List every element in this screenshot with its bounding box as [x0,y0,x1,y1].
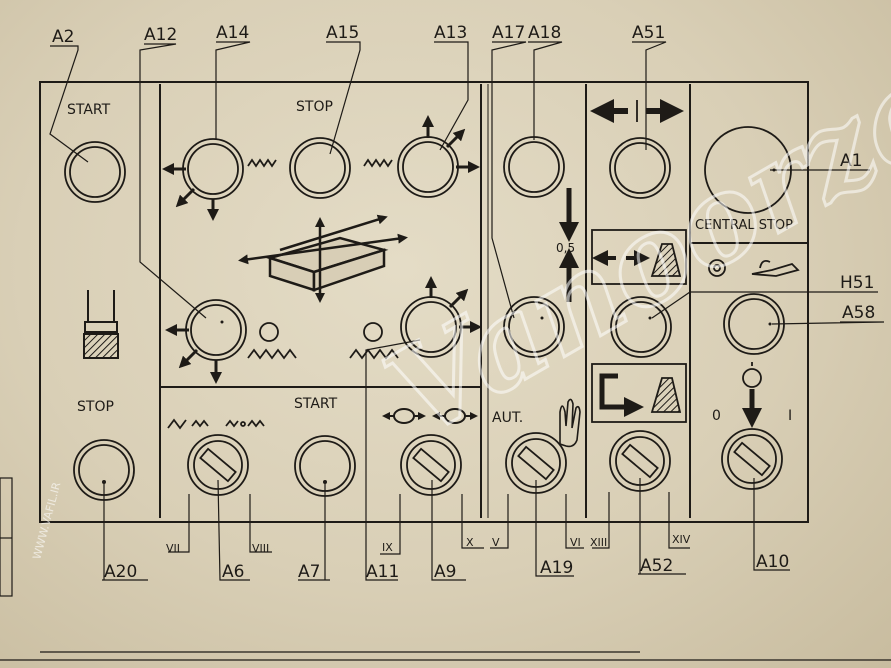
callout-a1: A1 [840,151,862,171]
button-a18[interactable] [503,136,565,198]
selector-switch-a9[interactable] [400,434,462,496]
callout-a7: A7 [298,562,320,582]
off-label: 0 [712,408,721,424]
handwheel-icon [363,322,383,342]
handwheel-icon [259,322,279,342]
leader-lines [49,41,885,581]
indicator-lamp-h51 [610,296,672,358]
roman-ix: IX [382,541,393,554]
callout-a15: A15 [326,23,359,43]
callout-a13: A13 [434,23,467,43]
stop-label: STOP [296,99,333,115]
roman-xiii: XIII [590,536,607,549]
tool-clamp-icon [650,243,682,413]
stop-label-left: STOP [77,399,114,415]
coupling-icon [382,408,478,424]
button-a51[interactable] [609,137,671,199]
half-feed-label: 0,5 [556,241,575,255]
callout-a58: A58 [842,303,875,323]
roman-xiv: XIV [672,533,691,546]
pump-icon [742,368,762,388]
roman-vii: VII [166,542,180,555]
callout-a11: A11 [366,562,399,582]
spindle-icon [708,259,726,277]
callout-a14: A14 [216,23,249,43]
panel-outline [39,81,809,523]
callout-a20: A20 [104,562,137,582]
button-a17[interactable] [503,296,565,358]
table-axes-icon [238,214,408,303]
on-label: I [788,408,792,424]
roman-viii: VIII [252,542,269,555]
callout-a19: A19 [540,558,573,578]
callout-a17: A17 [492,23,525,43]
tool-holder-icon [83,290,119,359]
selector-switch-a10[interactable] [721,428,783,490]
callout-h51: H51 [840,273,874,293]
callout-a12: A12 [144,25,177,45]
callout-a10: A10 [756,552,789,572]
callout-a9: A9 [434,562,456,582]
callout-a51: A51 [632,23,665,43]
hand-manual-icon [559,398,581,448]
callout-a6: A6 [222,562,244,582]
roman-vi: VI [570,536,581,549]
start-label-mid: START [294,396,338,412]
return-arrow-icon [599,373,644,417]
coolant-icon [751,259,800,277]
start-button-a2[interactable] [64,141,126,203]
svg-text:WWW.VAFIL.IR: WWW.VAFIL.IR [30,480,63,560]
callout-a2: A2 [52,27,74,47]
roman-x: X [466,536,474,549]
stop-button-a15[interactable] [289,137,351,199]
svg-text:Vanoorzabzar: Vanoorzabzar [364,0,891,465]
start-label: START [67,102,111,118]
feed-symbols [167,158,399,430]
callout-a18: A18 [528,23,561,43]
roman-v: V [492,536,500,549]
aut-label: AUT. [492,410,523,426]
direction-arrows [162,115,482,384]
callout-a52: A52 [640,556,673,576]
page-edge-marks [0,477,891,661]
central-stop-label: CENTRAL STOP [695,218,793,233]
